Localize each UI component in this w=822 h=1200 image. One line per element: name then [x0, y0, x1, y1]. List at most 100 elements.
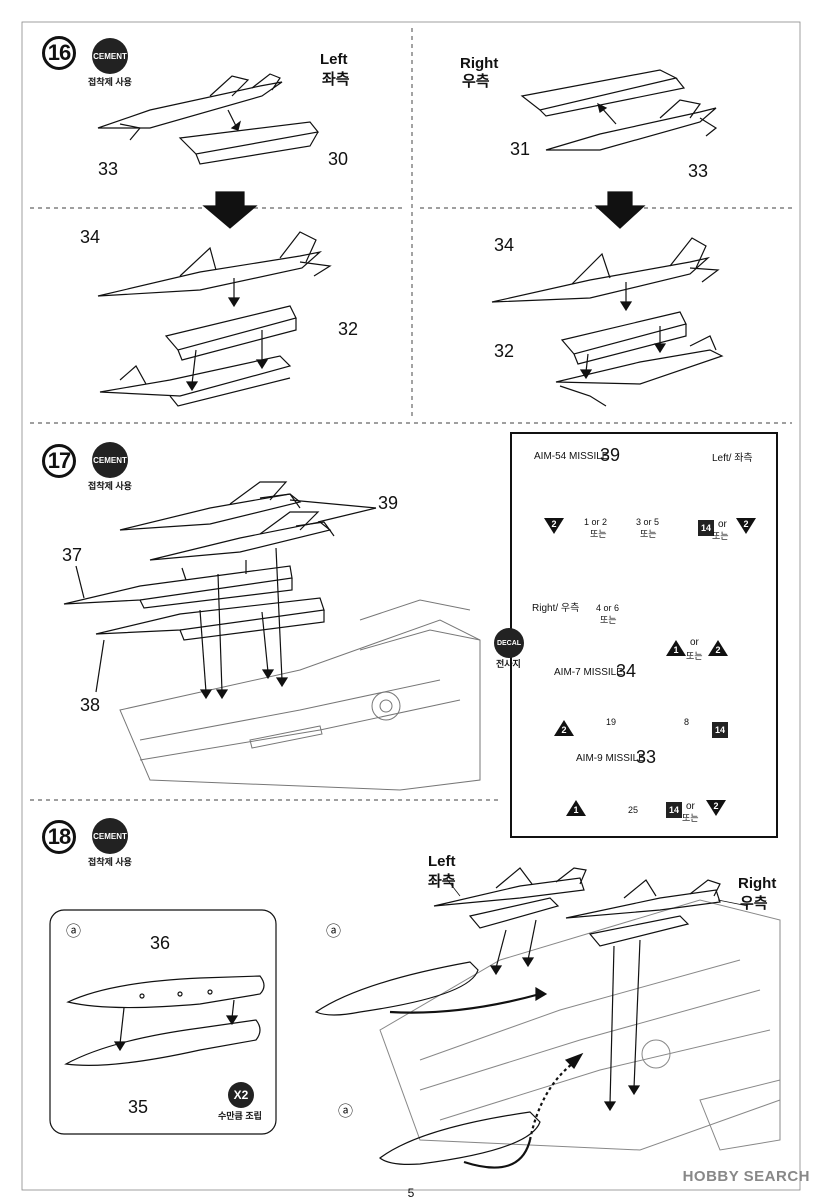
decal-8: 8 — [684, 717, 690, 727]
right-label-ko: 우측 — [740, 895, 768, 912]
left-label-ko: 좌측 — [428, 873, 456, 890]
pallet-37 — [63, 565, 293, 609]
rail-31 — [520, 69, 686, 117]
part-number-31: 31 — [510, 139, 531, 159]
x2-icon: X2 — [228, 1082, 254, 1108]
watermark: HOBBY SEARCH — [682, 1168, 810, 1185]
part-number-39: 39 — [378, 493, 399, 513]
right-label-en: Right — [738, 875, 777, 892]
step-number-18: 18 — [42, 820, 76, 854]
color-1-number: 1 — [673, 645, 679, 655]
part-number-33: 33 — [98, 159, 119, 179]
part-number-32: 32 — [338, 319, 359, 339]
color-2-number: 2 — [713, 801, 719, 811]
step-number-16: 16 — [42, 36, 76, 70]
missile-pair-left — [433, 867, 587, 929]
color-14-badge: 14 — [698, 520, 714, 536]
missile-pair-right — [565, 879, 721, 947]
aim54-title: AIM-54 MISSILE — [534, 451, 609, 462]
marker-a: ⓐ — [338, 1103, 354, 1120]
phoenix-missiles — [119, 481, 335, 561]
aim7-title: AIM-7 MISSILE — [554, 667, 623, 678]
decal-4or6-ko: 또는 — [600, 615, 617, 625]
part-number-30: 30 — [328, 149, 349, 169]
color-2-marker — [706, 800, 726, 816]
tank-a-upper — [314, 961, 479, 1016]
missile-34-left — [97, 231, 332, 297]
part-number-36: 36 — [150, 933, 171, 953]
cement-icon: CEMENT — [92, 38, 128, 74]
right-label-en: Right — [460, 55, 499, 72]
color-14-badge: 14 — [666, 802, 682, 818]
color-2-number: 2 — [715, 645, 721, 655]
color-1-marker — [566, 800, 586, 816]
part-number-32: 32 — [494, 341, 515, 361]
left-label-ko: 좌측 — [322, 71, 350, 88]
half-35 — [64, 1019, 261, 1066]
cement-note: 접착제 사용 — [88, 481, 132, 491]
part-number-35: 35 — [128, 1097, 149, 1117]
aim7-part: 34 — [616, 661, 637, 681]
decal-1or2-ko: 또는 — [590, 529, 607, 539]
decal-1or2: 1 or 2 — [584, 517, 608, 527]
part-number-37: 37 — [62, 545, 83, 565]
color-2-marker — [708, 640, 728, 656]
fuselage-underside — [119, 599, 481, 791]
color-2-marker — [736, 518, 756, 534]
cement-icon: CEMENT — [92, 818, 128, 854]
color-2-marker — [544, 518, 564, 534]
inset-marker-a: ⓐ — [66, 923, 82, 940]
x2-note: 수만큼 조립 — [218, 1111, 262, 1121]
or-label: or — [718, 519, 727, 530]
part-number-33: 33 — [688, 161, 709, 181]
decal-icon: DECAL — [494, 628, 524, 658]
decal-3or5-ko: 또는 — [640, 529, 657, 539]
marker-a: ⓐ — [326, 923, 342, 940]
decal-note: 전사지 — [496, 659, 521, 669]
cement-note: 접착제 사용 — [88, 77, 132, 87]
cement-note: 접착제 사용 — [88, 857, 132, 867]
pallet-38 — [95, 597, 325, 641]
aim9-title: AIM-9 MISSILE — [576, 753, 645, 764]
color-2-number: 2 — [561, 725, 567, 735]
pylon-32-left — [99, 305, 297, 407]
decal-25: 25 — [628, 805, 639, 815]
tank-a-lower — [379, 1111, 541, 1165]
half-36 — [66, 975, 265, 1009]
page-number: 5 — [407, 1186, 415, 1200]
aim9-part: 33 — [636, 747, 657, 767]
decal-4or6: 4 or 6 — [596, 603, 620, 613]
color-2-marker — [554, 720, 574, 736]
color-1-marker — [666, 640, 686, 656]
left-note: Left/ 좌측 — [712, 453, 753, 464]
or-label-ko: 또는 — [686, 651, 703, 661]
decal-placement-box — [510, 432, 778, 838]
or-label-ko: 또는 — [682, 813, 699, 823]
right-note: Right/ 우측 — [532, 603, 580, 614]
decal-3or5: 3 or 5 — [636, 517, 660, 527]
left-label-en: Left — [320, 51, 348, 68]
right-label-ko: 우측 — [462, 73, 490, 90]
part-number-34: 34 — [494, 235, 515, 255]
part-number-38: 38 — [80, 695, 101, 715]
color-1-number: 1 — [573, 805, 579, 815]
aircraft-underside — [379, 899, 781, 1151]
left-label-en: Left — [428, 853, 456, 870]
aim54-part: 39 — [600, 445, 621, 465]
step-number-17: 17 — [42, 444, 76, 478]
part-number-34: 34 — [80, 227, 101, 247]
missile-34-right — [491, 237, 720, 303]
color-2-number: 2 — [551, 519, 557, 529]
rail-30 — [178, 121, 320, 165]
color-14-badge: 14 — [712, 722, 728, 738]
or-label: or — [690, 637, 699, 648]
color-2-number: 2 — [743, 519, 749, 529]
decal-19: 19 — [606, 717, 617, 727]
or-label: or — [686, 801, 695, 812]
missile-33-left — [97, 73, 283, 141]
missile-33-right — [545, 99, 718, 151]
cement-icon: CEMENT — [92, 442, 128, 478]
pylon-32-right — [555, 311, 724, 407]
or-label-ko: 또는 — [712, 531, 729, 541]
